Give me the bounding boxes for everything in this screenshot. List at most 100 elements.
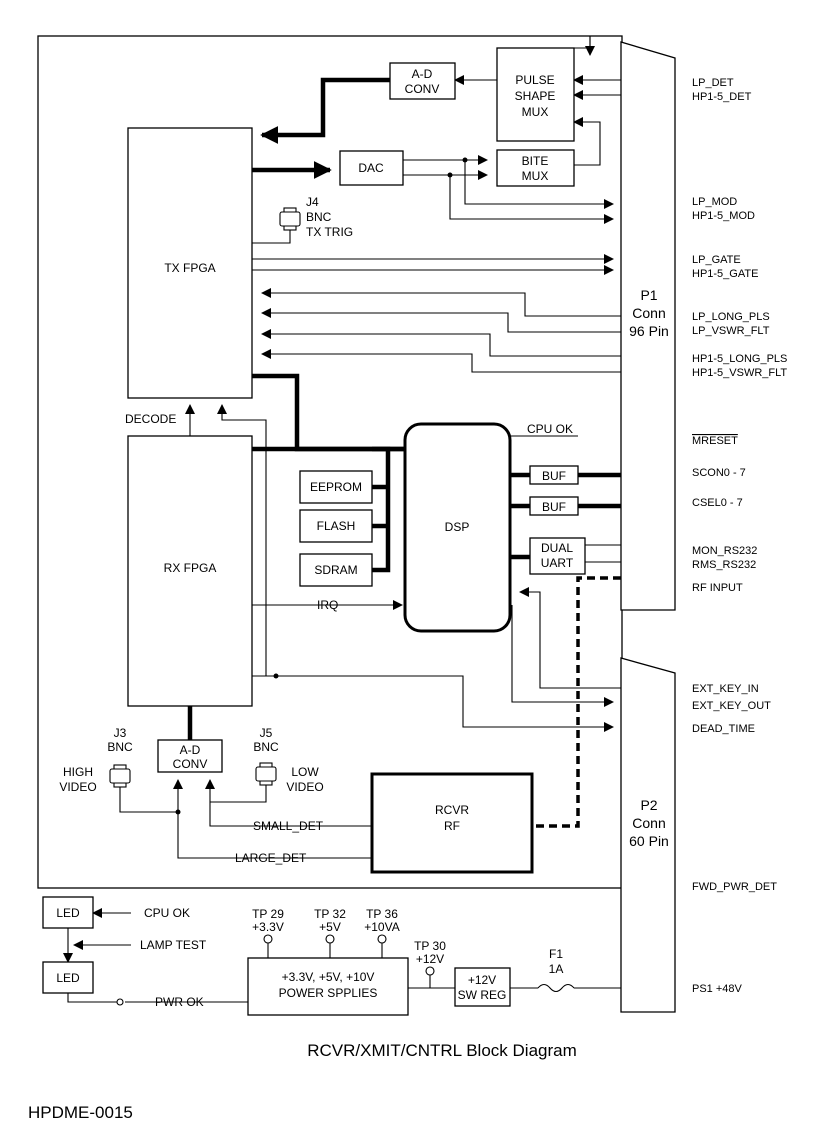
led-bottom-label: LED xyxy=(56,971,80,985)
buf2-label: BUF xyxy=(542,500,566,514)
bite-mux-line-1: BITE xyxy=(522,154,549,168)
p2-line-3: 60 Pin xyxy=(629,833,669,849)
irq-label: IRQ xyxy=(317,598,338,612)
ad-conv-bottom xyxy=(157,739,223,773)
tp32-name: TP 32 xyxy=(314,907,346,921)
tp29-name: TP 29 xyxy=(252,907,284,921)
test-points xyxy=(263,934,435,976)
p2-connector xyxy=(620,657,676,1013)
j4-line-3: TX TRIG xyxy=(306,225,353,239)
p1-pin: LP_VSWR_FLT xyxy=(692,325,770,337)
diagram-caption: RCVR/XMIT/CNTRL Block Diagram xyxy=(307,1041,577,1060)
led-top-label: LED xyxy=(56,906,80,920)
rcvr-rf-line-1: RCVR xyxy=(435,803,469,817)
power-line-2: POWER SPPLIES xyxy=(279,986,378,1000)
bite-mux-line-2: MUX xyxy=(522,169,549,183)
pwr-ok-label: PWR OK xyxy=(155,995,204,1009)
rx-fpga-label: RX FPGA xyxy=(164,561,217,575)
ad-conv-top xyxy=(389,62,456,100)
j5-label-line-1: LOW xyxy=(291,765,319,779)
p1-pin: HP1-5_VSWR_FLT xyxy=(692,367,787,379)
ad-bottom-line-1: A-D xyxy=(180,743,201,757)
large-det-label: LARGE_DET xyxy=(235,851,307,865)
p2-line-1: P2 xyxy=(640,797,657,813)
lamp-test-label: LAMP TEST xyxy=(140,938,207,952)
p1-connector xyxy=(620,41,676,611)
j3-label-line-1: HIGH xyxy=(63,765,93,779)
tp32-icon xyxy=(325,934,335,944)
pulse-mux-line-2: SHAPE xyxy=(515,89,556,103)
ad-top-line-2: CONV xyxy=(405,82,440,96)
j5-bnc-icon xyxy=(255,762,277,786)
j3-bnc-icon xyxy=(109,764,131,788)
dual-uart-line-2: UART xyxy=(541,556,574,570)
p2-pin: EXT_KEY_IN xyxy=(692,683,759,695)
tp30-voltage: +12V xyxy=(416,952,444,966)
p1-pin: SCON0 - 7 xyxy=(692,467,746,479)
sdram-label: SDRAM xyxy=(314,563,357,577)
p1-pin: LP_MOD xyxy=(692,196,737,208)
sw-reg-line-1: +12V xyxy=(468,973,496,987)
cpu-ok-dsp-label: CPU OK xyxy=(527,422,573,436)
rcvr-rf-block xyxy=(370,772,534,874)
p2-pin: EXT_KEY_OUT xyxy=(692,700,771,712)
tp36-voltage: +10VA xyxy=(364,920,399,934)
p2-line-2: Conn xyxy=(632,815,665,831)
p2-pin: PS1 +48V xyxy=(692,983,743,995)
ad-top-line-1: A-D xyxy=(412,67,433,81)
pulse-shape-mux xyxy=(496,47,575,142)
sw-reg-block xyxy=(454,967,511,1007)
p1-pin: HP1-5_DET xyxy=(692,91,752,103)
j4-line-2: BNC xyxy=(306,210,332,224)
small-det-label: SMALL_DET xyxy=(253,819,324,833)
j3-line-1: J3 xyxy=(114,726,127,740)
fuse-name: F1 xyxy=(549,947,563,961)
tp30-name: TP 30 xyxy=(414,939,446,953)
tp32-voltage: +5V xyxy=(319,920,341,934)
tx-fpga-label: TX FPGA xyxy=(164,261,215,275)
p1-pin: RF INPUT xyxy=(692,582,743,594)
wires xyxy=(63,36,622,1006)
eeprom-block xyxy=(299,470,373,504)
led-bottom xyxy=(42,961,94,994)
led-top xyxy=(42,896,94,929)
p1-line-3: 96 Pin xyxy=(629,323,669,339)
p1-pin: CSEL0 - 7 xyxy=(692,497,743,509)
tp29-icon xyxy=(263,934,273,944)
tp36-name: TP 36 xyxy=(366,907,398,921)
p1-pin: LP_GATE xyxy=(692,254,741,266)
j3-line-2: BNC xyxy=(107,740,133,754)
buf-block-1 xyxy=(529,465,579,485)
dsp-label: DSP xyxy=(445,520,470,534)
p1-pin: HP1-5_MOD xyxy=(692,210,755,222)
tp29-voltage: +3.3V xyxy=(252,920,284,934)
tx-fpga-block xyxy=(127,127,253,399)
power-line-1: +3.3V, +5V, +10V xyxy=(282,970,375,984)
p2-pin: FWD_PWR_DET xyxy=(692,881,777,893)
ad-bottom-line-2: CONV xyxy=(173,757,208,771)
j3-label-line-2: VIDEO xyxy=(59,780,96,794)
sdram-block xyxy=(299,553,373,587)
j5-line-1: J5 xyxy=(260,726,273,740)
power-supplies-block xyxy=(247,957,409,1016)
eeprom-label: EEPROM xyxy=(310,480,362,494)
dual-uart-line-1: DUAL xyxy=(541,541,573,555)
bite-mux xyxy=(496,149,575,187)
p1-pin: HP1-5_LONG_PLS xyxy=(692,353,787,365)
p1-pin: LP_DET xyxy=(692,77,734,89)
cpu-ok-led-label: CPU OK xyxy=(144,906,190,920)
p1-pin: HP1-5_GATE xyxy=(692,268,758,280)
j5-label-line-2: VIDEO xyxy=(286,780,323,794)
p1-pin: LP_LONG_PLS xyxy=(692,311,770,323)
p1-line-1: P1 xyxy=(640,287,657,303)
p1-pin-mreset: MRESET xyxy=(692,435,738,447)
decode-label: DECODE xyxy=(125,412,176,426)
pulse-mux-line-1: PULSE xyxy=(515,73,554,87)
j4-bnc-icon xyxy=(279,207,301,231)
flash-block xyxy=(299,509,373,543)
dsp-block xyxy=(403,422,512,633)
rcvr-rf-line-2: RF xyxy=(444,819,460,833)
flash-label: FLASH xyxy=(317,519,356,533)
p1-pin: RMS_RS232 xyxy=(692,559,756,571)
